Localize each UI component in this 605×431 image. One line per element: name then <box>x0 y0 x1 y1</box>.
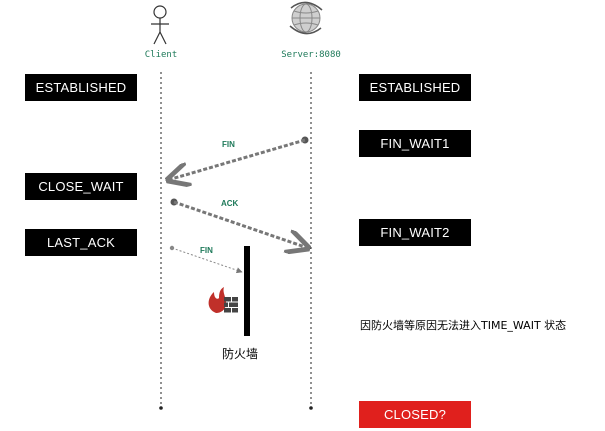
client-label: Client <box>144 50 178 60</box>
client-lifeline-end <box>159 406 163 410</box>
fin-arrow-2 <box>169 245 243 274</box>
fin-arrow-1 <box>168 136 309 181</box>
globe-icon <box>289 1 323 35</box>
client-state-established: ESTABLISHED <box>25 74 137 101</box>
server-lifeline-end <box>309 406 313 410</box>
server-state-closed: CLOSED? <box>359 401 471 428</box>
server-state-fin-wait2: FIN_WAIT2 <box>359 219 471 246</box>
fin-label-1: FIN <box>222 140 235 149</box>
client-state-last-ack: LAST_ACK <box>25 229 137 256</box>
server-state-fin-wait1: FIN_WAIT1 <box>359 130 471 157</box>
firewall-wall <box>244 246 250 336</box>
firewall-label: 防火墙 <box>222 347 259 361</box>
stick-figure-icon <box>151 5 169 45</box>
server-state-established: ESTABLISHED <box>359 74 471 101</box>
server-label: Server:8080 <box>281 50 341 60</box>
fin-label-2: FIN <box>200 246 213 255</box>
client-state-close-wait: CLOSE_WAIT <box>25 173 137 200</box>
ack-arrow <box>170 198 309 249</box>
ack-label: ACK <box>221 199 239 208</box>
firewall-icon <box>208 287 238 313</box>
time-wait-note: 因防火墙等原因无法进入TIME_WAIT 状态 <box>360 319 567 332</box>
